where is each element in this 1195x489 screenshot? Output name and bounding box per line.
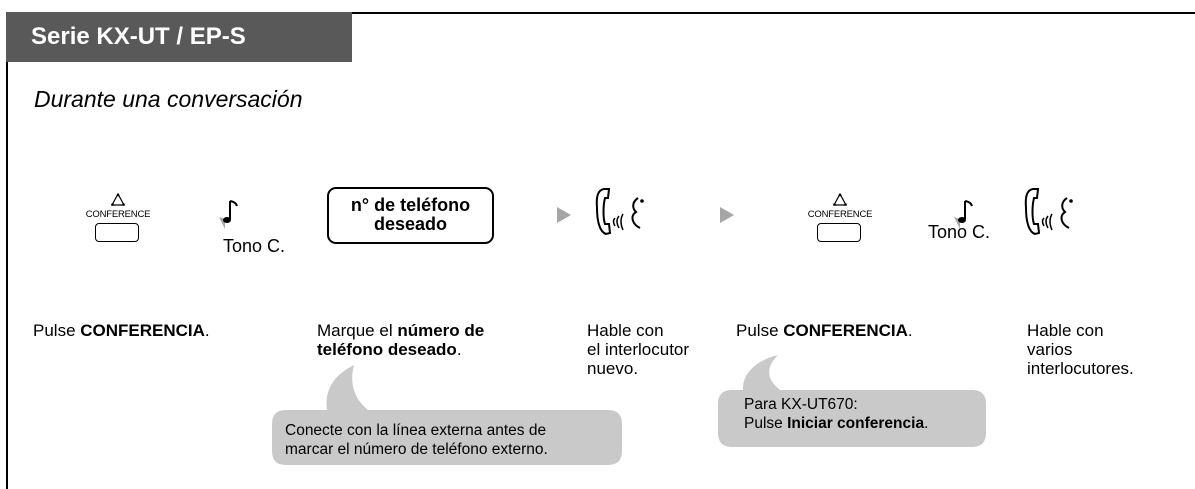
tone-note-icon [219, 200, 238, 229]
note-ut670-line2: Pulse Iniciar conferencia. [744, 414, 928, 433]
conference-key-icon: CONFERENCE [805, 192, 875, 252]
conference-key-label: CONFERENCE [85, 209, 151, 220]
conference-triangle-icon [832, 192, 848, 206]
desired-number-box: n° de teléfono deseado [327, 187, 494, 244]
step-4-suffix: . [907, 321, 913, 340]
step-4-bold: CONFERENCIA [783, 321, 908, 340]
step-5-line3: interlocutores. [1027, 359, 1134, 378]
conference-key-label: CONFERENCE [807, 209, 873, 220]
step-5-text: Hable con varios interlocutores. [1027, 321, 1134, 378]
tone-label: Tono C. [928, 222, 991, 242]
frame-top-border [6, 12, 1195, 14]
frame-left-border [6, 12, 8, 489]
step-3-line3: nuevo. [587, 359, 639, 378]
subtitle: Durante una conversación [34, 86, 303, 112]
note-ut670-suffix: . [924, 415, 929, 432]
section-title: Serie KX-UT / EP-S [6, 12, 352, 62]
step-1-bold: CONFERENCIA [80, 321, 205, 340]
step-1-prefix: Pulse [33, 321, 81, 340]
conference-key-icon: CONFERENCE [83, 192, 153, 252]
step-3-line2: el interlocutor [587, 340, 690, 359]
note-ut670-prefix: Pulse [744, 415, 788, 432]
step-1-text: Pulse CONFERENCIA. [33, 321, 210, 340]
tone-label: Tono C. [223, 236, 286, 256]
step-2-prefix: Marque el [317, 321, 398, 340]
tone-note-icon [954, 200, 973, 229]
handset-talk-icon [1024, 188, 1073, 236]
number-box-line1: n° de teléfono [350, 195, 471, 215]
step-1-suffix: . [204, 321, 210, 340]
handset-talk-icon [595, 188, 644, 236]
conference-triangle-icon [110, 192, 126, 206]
step-5-line2: varios [1027, 340, 1073, 359]
step-2-suffix: . [456, 340, 462, 359]
step-3-text: Hable con el interlocutor nuevo. [587, 321, 689, 378]
note-ut670-bold: Iniciar conferencia [787, 415, 925, 432]
conference-key-button [95, 223, 139, 242]
step-4-text: Pulse CONFERENCIA. [736, 321, 913, 340]
note-external-line-1: Conecte con la línea externa antes de [285, 422, 547, 439]
step-4-prefix: Pulse [736, 321, 784, 340]
step-5-line1: Hable con [1027, 321, 1104, 340]
conference-key-button [817, 223, 861, 242]
step-2-bold: número de teléfono deseado [317, 321, 485, 359]
note-ut670-line1: Para KX-UT670: [744, 396, 858, 413]
note-external-line-2: marcar el número de teléfono externo. [285, 441, 548, 458]
note-bubble-shape [272, 365, 622, 465]
note-bubble-ut670: Para KX-UT670: Pulse Iniciar conferencia… [718, 355, 986, 447]
arrow-right-icon [557, 207, 571, 223]
step-3-line1: Hable con [587, 321, 664, 340]
note-bubble-shape [718, 355, 986, 447]
note-bubble-external-line: Conecte con la línea externa antes de ma… [272, 365, 624, 467]
arrow-right-icon [720, 207, 734, 223]
step-2-text: Marque el número de teléfono deseado. [317, 321, 547, 359]
number-box-line2: deseado [373, 214, 448, 234]
